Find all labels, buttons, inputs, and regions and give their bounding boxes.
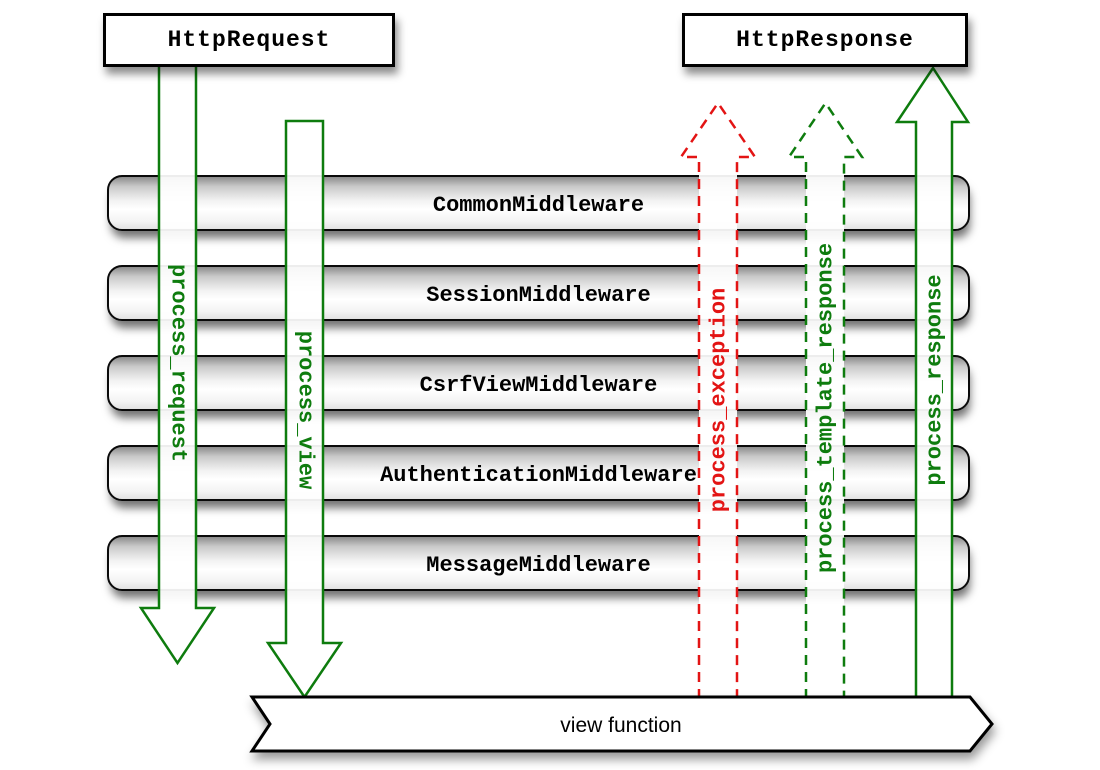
http-response-box: HttpResponse: [682, 13, 968, 67]
process-exception-label: process_exception: [706, 287, 732, 513]
process-response-label: process_response: [922, 274, 948, 486]
view-function-label: view function: [560, 714, 682, 737]
banner-shape: [249, 695, 994, 753]
process-response-arrow: [894, 65, 971, 701]
http-request-box: HttpRequest: [103, 13, 395, 67]
process-request-label: process_request: [165, 263, 191, 463]
process-template-response-arrow: [786, 100, 865, 701]
view-function-banner: [249, 695, 994, 753]
process-request-arrow: [138, 58, 217, 666]
process-template-response-label: process_template_response: [813, 242, 839, 574]
process-view-label: process_view: [292, 330, 318, 490]
process-view-arrow: [265, 119, 344, 700]
process-exception-arrow: [678, 100, 758, 701]
